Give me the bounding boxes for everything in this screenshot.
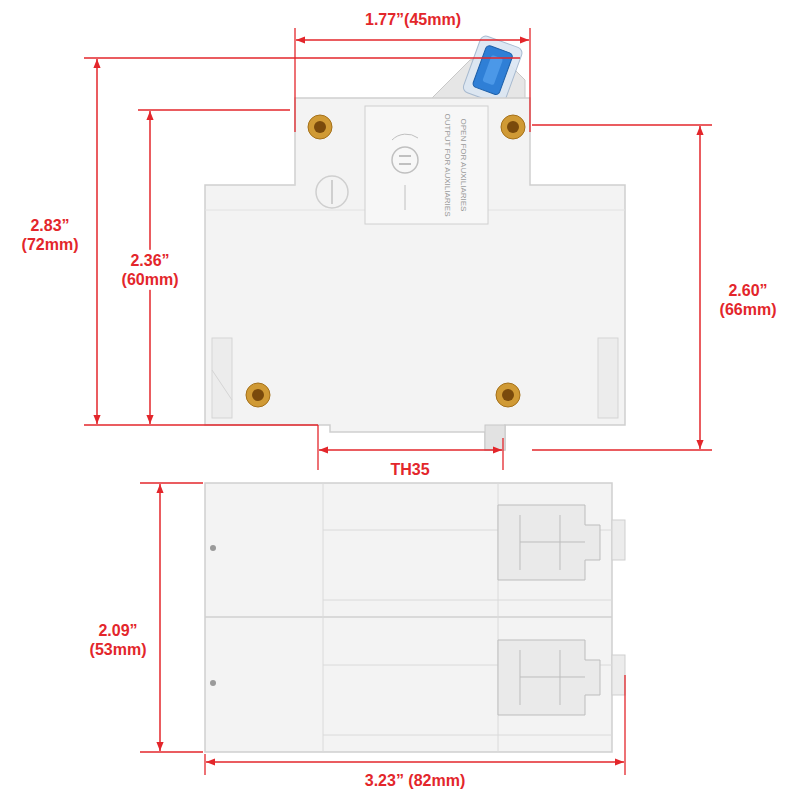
dimension-label: 3.23” (82mm) — [363, 770, 468, 791]
dimension-label: 2.83” (72mm) — [20, 215, 81, 255]
dimension-label: TH35 — [388, 459, 431, 480]
dimension-label: 2.09” (53mm) — [88, 620, 149, 660]
dimension-label: 2.60” (66mm) — [718, 280, 779, 320]
panel-text: OUTPUT FOR AUXILIARIES — [443, 114, 451, 217]
dimension-label: 2.36” (60mm) — [120, 250, 181, 290]
panel-text: OPEN FOR AUXILIARIES — [459, 119, 467, 212]
dimension-label: 1.77”(45mm) — [363, 9, 463, 30]
